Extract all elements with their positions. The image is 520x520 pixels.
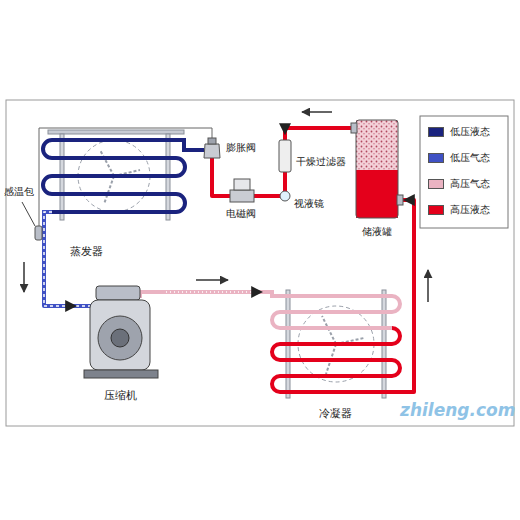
- filter-drier: 干燥过滤器: [274, 134, 350, 180]
- filter-drier: [279, 140, 291, 172]
- compressor-body: [90, 300, 150, 370]
- refrigerant-pipe: [212, 166, 218, 196]
- component-label: 电磁阀: [226, 208, 256, 220]
- legend-text: 低压气态: [450, 151, 490, 165]
- condenser-coil: [272, 328, 410, 392]
- component-label: 膨胀阀: [226, 142, 256, 154]
- flow-arrow: [196, 279, 228, 281]
- legend-swatch: [428, 127, 444, 137]
- legend-row: 低压气态: [428, 151, 490, 165]
- receiver: 储液罐: [350, 114, 404, 238]
- legend-text: 高压气态: [450, 177, 490, 191]
- pipe-texture: [44, 212, 52, 258]
- leader-line: [22, 202, 35, 226]
- receiver-liquid: [356, 170, 398, 218]
- sight-glass: 视液镜: [276, 186, 328, 214]
- evaporator: 蒸发器: [36, 124, 194, 258]
- component-label: 视液镜: [294, 198, 324, 210]
- legend-row: 高压液态: [428, 203, 490, 217]
- legend-text: 低压液态: [450, 125, 490, 139]
- component-label: 干燥过滤器: [296, 156, 346, 168]
- legend-swatch: [428, 153, 444, 163]
- compressor: 压缩机: [76, 280, 166, 400]
- expansion-valve: [204, 144, 220, 158]
- pipe: [140, 292, 166, 298]
- evaporator-top-plate: [48, 130, 184, 134]
- part-label: 感温包: [4, 186, 34, 198]
- receiver-valve: [397, 195, 403, 205]
- sight-glass: [280, 191, 290, 201]
- compressor-shaft: [111, 329, 129, 347]
- refrigerant-pipe: [44, 258, 76, 306]
- solenoid-coil: [234, 179, 250, 190]
- refrigerant-pipe: [283, 180, 287, 186]
- refrigerant-pipe: [194, 148, 200, 152]
- legend-swatch: [428, 205, 444, 215]
- condenser-coil: [262, 292, 400, 328]
- solenoid-valve-body: [230, 190, 254, 202]
- watermark: zhileng.com: [400, 400, 515, 420]
- refrigerant-pipe: [285, 128, 350, 134]
- legend-swatch: [428, 179, 444, 189]
- solenoid-valve: 电磁阀: [218, 176, 266, 218]
- legend-row: 低压液态: [428, 125, 490, 139]
- compressor-motor: [98, 316, 142, 360]
- component-label: 压缩机: [104, 389, 137, 402]
- compressor-base: [84, 370, 158, 378]
- component-label: 储液罐: [362, 226, 392, 238]
- pipe-texture: [44, 258, 68, 306]
- refrigerant-pipe: [404, 200, 414, 392]
- compressor-head: [96, 286, 140, 300]
- capillary-tube: [39, 128, 212, 226]
- flow-arrow: [23, 262, 25, 292]
- flow-arrow: [427, 270, 429, 302]
- valve-cap: [208, 138, 216, 144]
- sensing-bulb: [35, 226, 42, 240]
- receiver-tank: [356, 120, 398, 218]
- pipe-texture: [166, 291, 254, 293]
- legend-box: [420, 116, 508, 228]
- legend-text: 高压液态: [450, 203, 490, 217]
- suction-pipe: [44, 212, 52, 258]
- receiver-valve: [351, 123, 357, 133]
- legend-row: 高压气态: [428, 177, 490, 191]
- refrigerant-pipe: [266, 194, 276, 198]
- component-label: 冷凝器: [319, 407, 352, 420]
- pipe: [200, 148, 204, 152]
- expansion-valve: 膨胀阀: [200, 132, 262, 166]
- component-label: 蒸发器: [70, 245, 103, 258]
- evaporator-coil: [43, 140, 194, 212]
- frame: [6, 100, 514, 426]
- refrigerant-pipe: [166, 290, 262, 294]
- flow-arrow: [302, 111, 332, 113]
- pipe: [210, 158, 214, 166]
- condenser: 冷凝器: [262, 278, 410, 420]
- receiver-vapour: [356, 120, 398, 170]
